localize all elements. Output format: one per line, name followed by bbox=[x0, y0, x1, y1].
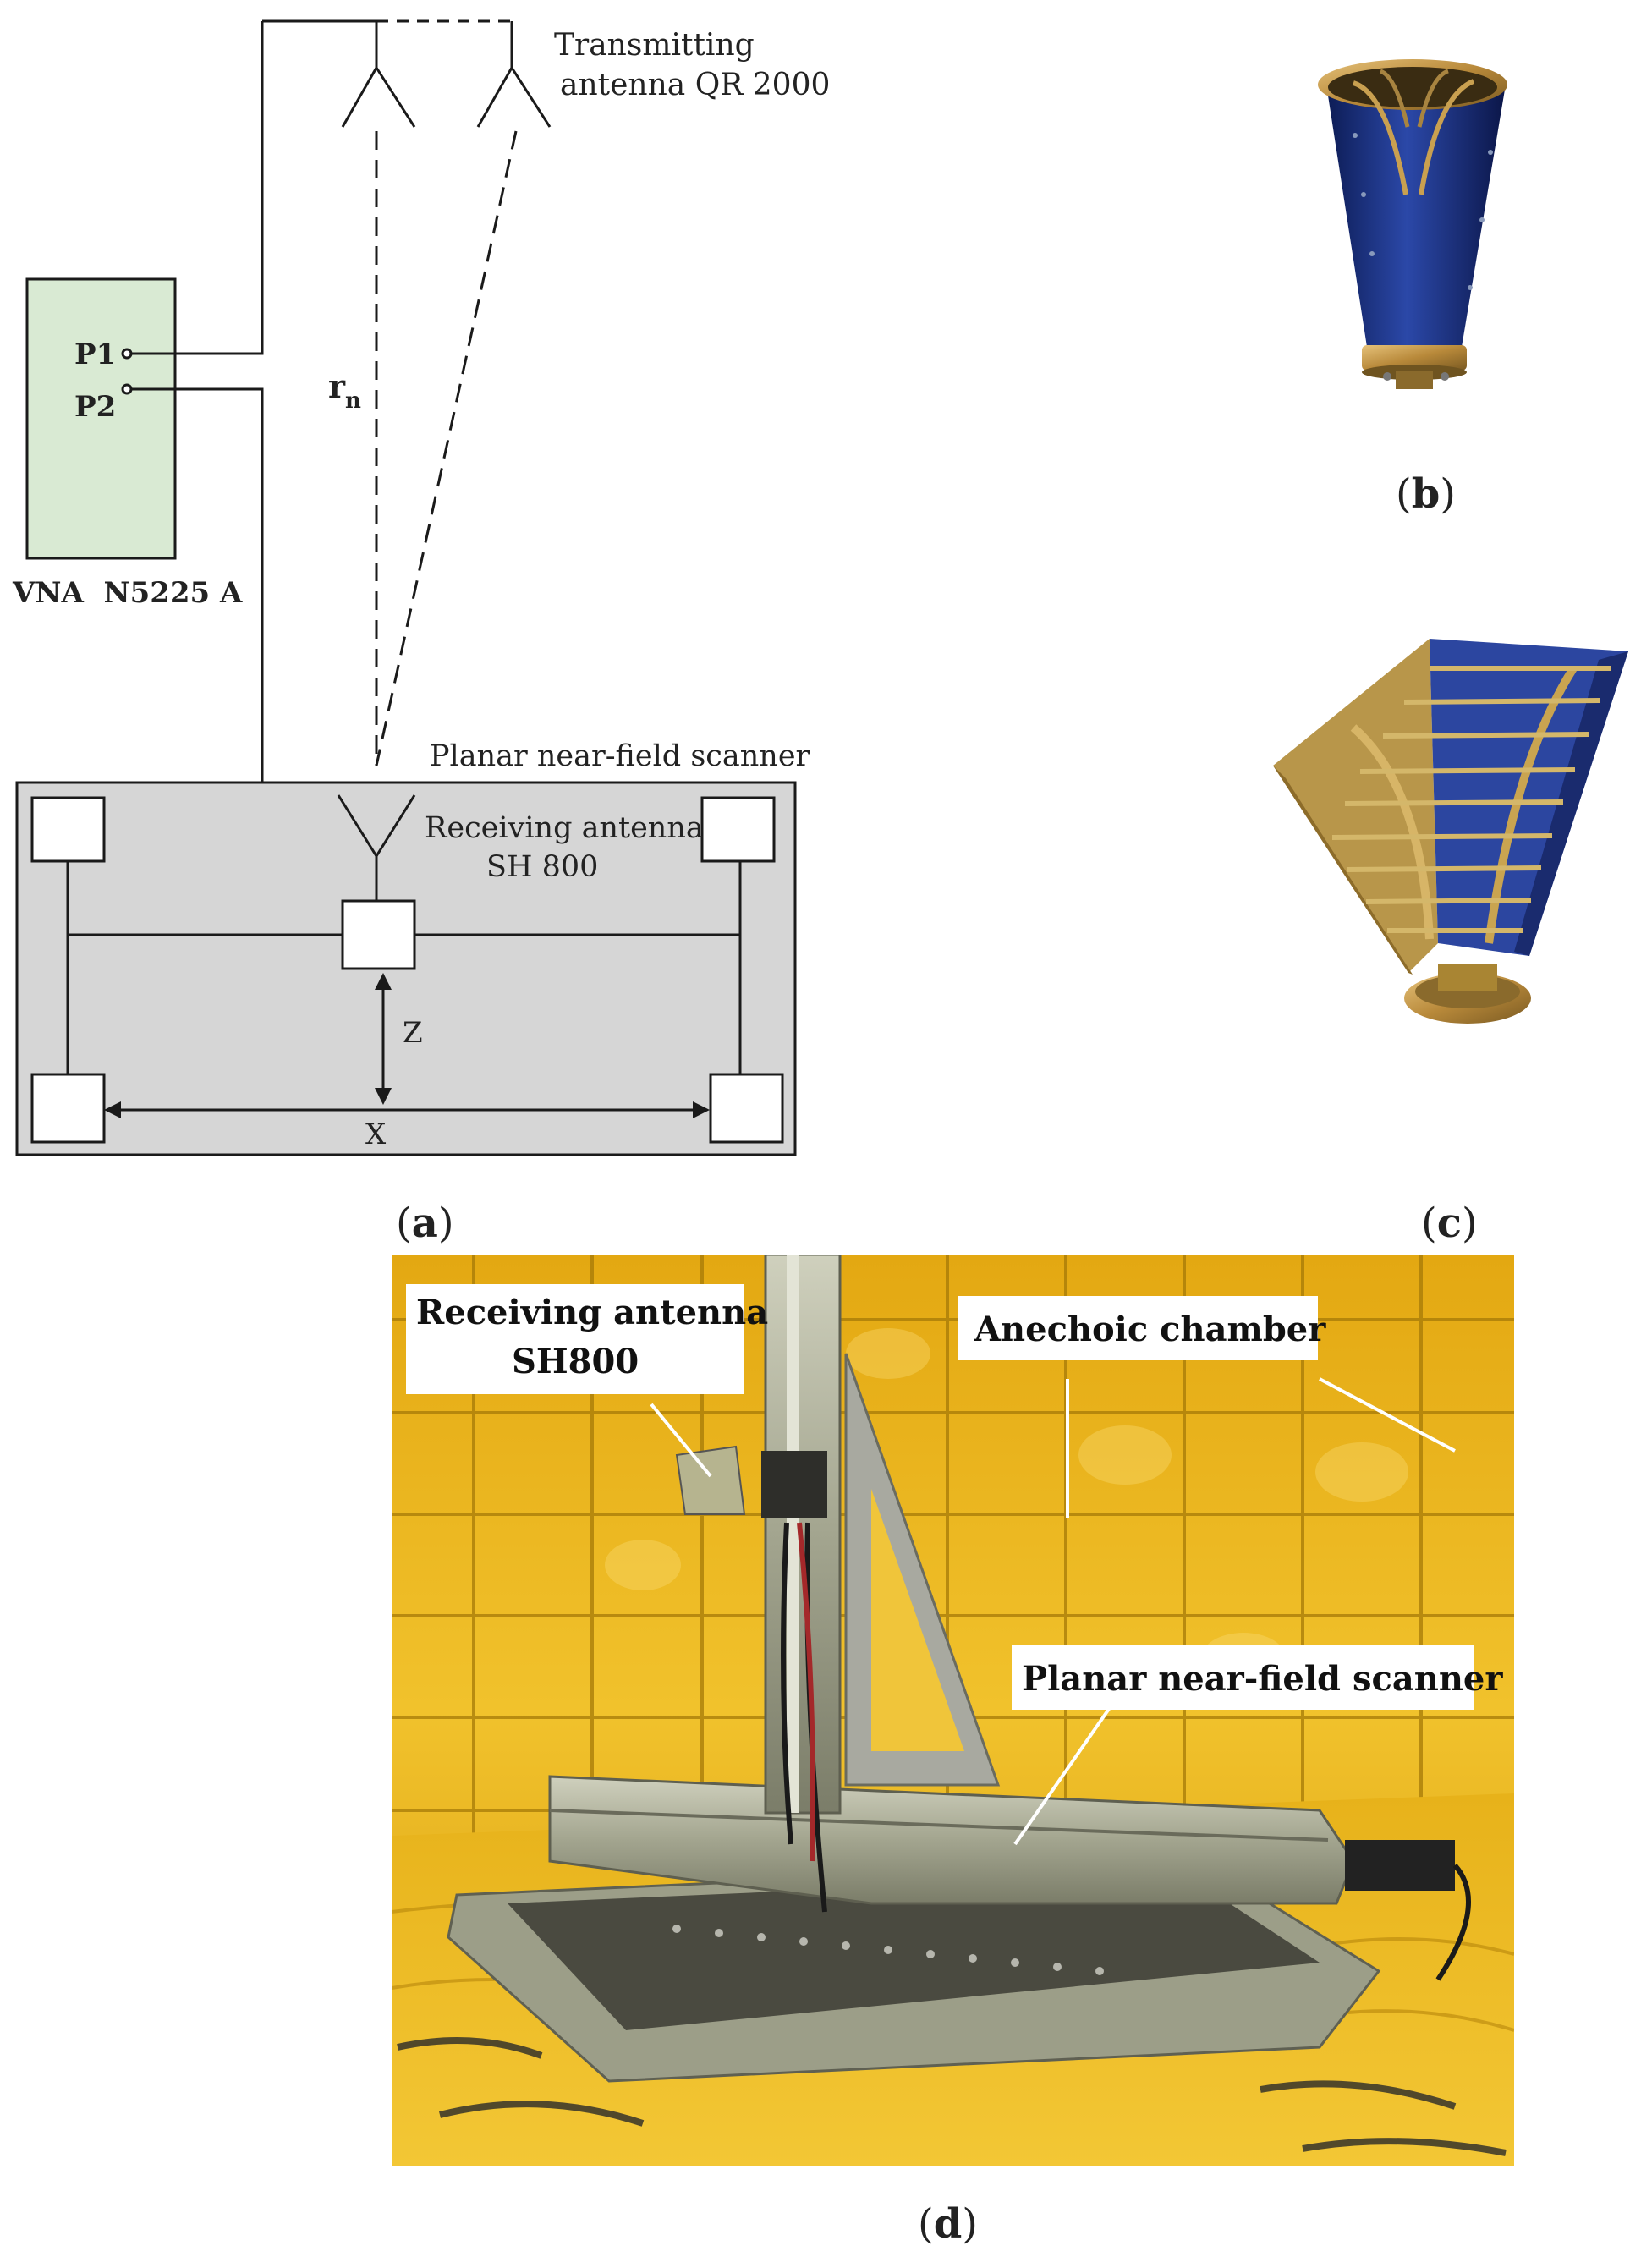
tx-label-line-2: antenna QR 2000 bbox=[560, 68, 830, 102]
tx-antenna-symbol-2 bbox=[476, 21, 552, 128]
photo-rx-horn bbox=[675, 1445, 746, 1515]
scanner-corner-tr bbox=[700, 796, 776, 863]
panel-caption-d: (d) bbox=[918, 2200, 978, 2248]
pyramidal-horn-antenna-image bbox=[1273, 639, 1628, 1024]
panel-caption-c: (c) bbox=[1421, 1200, 1478, 1247]
p1-cable bbox=[131, 21, 264, 355]
port-p1-terminal bbox=[121, 348, 133, 360]
vna-box bbox=[25, 277, 177, 560]
scanner-corner-bl bbox=[30, 1073, 106, 1144]
callout-planar-scanner: Planar near-field scanner bbox=[1012, 1645, 1503, 1710]
scanner-corner-br bbox=[709, 1073, 784, 1144]
rx-label-line-2: SH 800 bbox=[486, 850, 598, 884]
tx-antenna-symbol-1 bbox=[341, 21, 416, 128]
port-p2-terminal bbox=[121, 383, 133, 395]
port-p1-label: P1 bbox=[74, 338, 116, 371]
rx-antenna-symbol bbox=[337, 794, 416, 901]
tx-label-line-1: Transmitting bbox=[554, 28, 755, 63]
photo-callout-leaders bbox=[650, 1377, 1456, 1846]
scanner-carriage bbox=[341, 899, 416, 970]
callout-receiving-antenna: Receiving antenna SH800 bbox=[406, 1284, 768, 1394]
scanner-gantry-rail bbox=[548, 1775, 1355, 1905]
anechoic-chamber-photo bbox=[392, 1255, 1514, 2166]
schematic-panel-a bbox=[15, 19, 797, 1156]
distance-label: rn bbox=[328, 367, 361, 414]
svg-text:Receiving antenna: Receiving antenna bbox=[416, 1293, 768, 1332]
panel-caption-b: (b) bbox=[1396, 470, 1456, 518]
rx-label-line-1: Receiving antenna bbox=[425, 811, 704, 845]
distance-path-oblique bbox=[375, 130, 518, 766]
vna-label: VNA N5225 A bbox=[12, 576, 243, 610]
port-p2-label: P2 bbox=[74, 390, 116, 424]
svg-text:Anechoic chamber: Anechoic chamber bbox=[974, 1310, 1326, 1349]
panel-caption-a: (a) bbox=[396, 1200, 454, 1247]
callout-anechoic-chamber: Anechoic chamber bbox=[958, 1296, 1326, 1360]
x-axis-label: X bbox=[365, 1118, 387, 1151]
scanner-corner-tl bbox=[30, 796, 106, 863]
conical-horn-antenna-image bbox=[1318, 59, 1507, 389]
svg-text:SH800: SH800 bbox=[512, 1342, 639, 1381]
svg-text:Planar near-field scanner: Planar near-field scanner bbox=[1022, 1659, 1503, 1699]
scanner-title: Planar near-field scanner bbox=[430, 739, 810, 773]
z-axis-label: Z bbox=[403, 1016, 423, 1050]
